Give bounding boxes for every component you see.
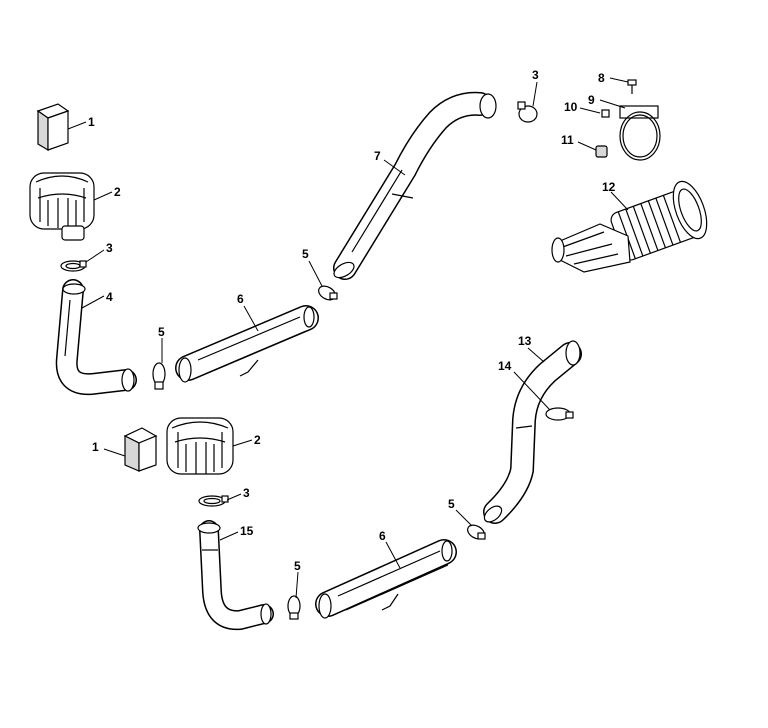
callout-12: 12 xyxy=(602,180,616,194)
part-3-clamp-lower xyxy=(198,495,229,507)
callout-3-top: 3 xyxy=(532,68,539,82)
part-1-block-lower xyxy=(123,427,158,472)
part-5-clamp-lower-right xyxy=(467,524,486,540)
part-6-tube-lower xyxy=(315,539,457,619)
callout-8: 8 xyxy=(598,71,605,85)
callout-6-upper: 6 xyxy=(237,292,244,306)
part-9-strap-bracket xyxy=(619,105,661,161)
part-7-long-hose xyxy=(333,91,497,280)
part-11-grommet xyxy=(595,145,608,158)
callout-5-lower-right: 5 xyxy=(448,497,455,511)
callout-5-lower-left: 5 xyxy=(294,559,301,573)
callout-2-lower: 2 xyxy=(254,433,261,447)
part-2-airbox-lower xyxy=(166,417,234,475)
part-5-clamp-lower-left xyxy=(287,595,301,620)
part-8-bolt xyxy=(627,79,637,94)
part-5-clamp-upper-middle xyxy=(318,285,338,301)
callout-3-lower: 3 xyxy=(243,486,250,500)
part-4-hose xyxy=(55,279,137,396)
callout-13: 13 xyxy=(518,334,532,348)
part-12-air-filter xyxy=(551,180,708,273)
part-1-block-upper xyxy=(36,103,70,152)
callout-7: 7 xyxy=(374,149,381,163)
callout-5-upper-middle: 5 xyxy=(302,247,309,261)
callout-6-lower: 6 xyxy=(379,529,386,543)
callout-10: 10 xyxy=(564,100,578,114)
part-3-clamp-upper-left xyxy=(60,260,87,272)
callout-3-upper-left: 3 xyxy=(106,241,113,255)
part-14-clamp xyxy=(545,407,574,421)
callout-11: 11 xyxy=(561,133,574,147)
part-3-clamp-top xyxy=(517,101,538,123)
part-2-airbox-upper xyxy=(29,172,95,241)
part-10-nut xyxy=(601,109,610,118)
callout-1-lower: 1 xyxy=(92,440,99,454)
part-6-tube-upper xyxy=(175,305,319,383)
callout-14: 14 xyxy=(498,359,512,373)
callout-2-upper: 2 xyxy=(114,185,121,199)
callout-15: 15 xyxy=(240,524,254,538)
part-13-hose xyxy=(483,340,582,524)
callout-1-upper: 1 xyxy=(88,115,95,129)
part-5-clamp-left xyxy=(152,362,166,390)
callout-9: 9 xyxy=(588,93,595,107)
part-15-hose xyxy=(197,520,274,631)
callout-4: 4 xyxy=(106,290,113,304)
callout-5-left: 5 xyxy=(158,325,165,339)
